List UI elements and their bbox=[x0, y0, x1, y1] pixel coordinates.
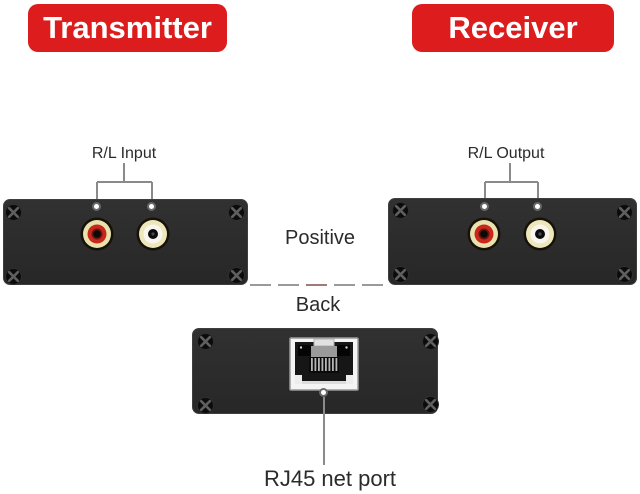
divider-dashed-line bbox=[250, 284, 385, 286]
port-marker-dot bbox=[147, 202, 156, 211]
receiver-banner: Receiver bbox=[412, 4, 614, 52]
rca-jack-red-icon bbox=[467, 217, 501, 251]
screw-icon bbox=[197, 397, 214, 414]
port-marker-dot bbox=[92, 202, 101, 211]
rl-output-pointer-lines bbox=[484, 163, 539, 203]
rca-jack-red-icon bbox=[80, 217, 114, 251]
rj45-port-label: RJ45 net port bbox=[263, 466, 397, 491]
back-panel bbox=[192, 328, 439, 414]
port-marker-dot bbox=[533, 202, 542, 211]
transmitter-banner: Transmitter bbox=[28, 4, 227, 52]
screw-icon bbox=[228, 267, 245, 284]
screw-icon bbox=[5, 268, 22, 285]
rl-input-pointer-lines bbox=[96, 163, 153, 203]
screw-icon bbox=[392, 266, 409, 283]
rl-input-label: R/L Input bbox=[91, 145, 157, 162]
transmitter-front-panel bbox=[3, 199, 248, 285]
screw-icon bbox=[392, 202, 409, 219]
screw-icon bbox=[228, 204, 245, 221]
screw-icon bbox=[616, 204, 633, 221]
back-view-label: Back bbox=[295, 294, 341, 316]
screw-icon bbox=[422, 333, 439, 350]
rl-output-label: R/L Output bbox=[467, 145, 545, 162]
screw-icon bbox=[5, 204, 22, 221]
port-marker-dot bbox=[480, 202, 489, 211]
front-view-label: Positive bbox=[284, 227, 356, 249]
rj45-port-icon bbox=[289, 337, 359, 391]
rj45-pointer-line bbox=[323, 397, 325, 465]
screw-icon bbox=[422, 396, 439, 413]
port-marker-dot bbox=[319, 388, 328, 397]
receiver-front-panel bbox=[388, 198, 637, 285]
rca-jack-white-icon bbox=[136, 217, 170, 251]
rca-jack-white-icon bbox=[523, 217, 557, 251]
screw-icon bbox=[197, 333, 214, 350]
screw-icon bbox=[616, 266, 633, 283]
